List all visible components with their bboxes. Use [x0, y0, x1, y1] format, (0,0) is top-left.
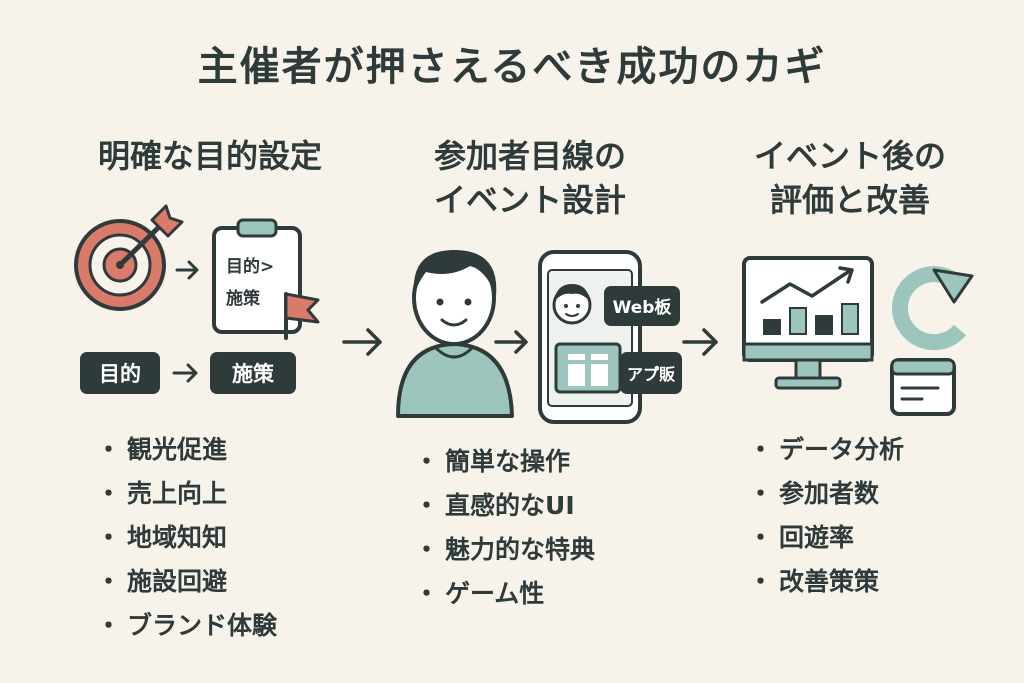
list-item: 魅力的な特典 — [414, 528, 595, 572]
list-item: 観光促進 — [96, 428, 277, 472]
refresh-icon — [892, 266, 974, 351]
clipboard-icon: 目的> 施策 — [212, 218, 302, 334]
col3-heading: イベント後の 評価と改善 — [690, 134, 1010, 222]
chart-bar — [815, 315, 833, 335]
list-item: ゲーム性 — [414, 572, 595, 616]
col3-bullets: データ分析 参加者数 回遊率 改善策策 — [748, 428, 904, 604]
col1-bullets: 観光促進 売上向上 地域知知 施設回避 ブランド体験 — [96, 428, 277, 648]
arrow-right-icon — [172, 363, 198, 383]
target-icon — [74, 204, 184, 311]
pill-measure: 施策 — [210, 352, 296, 394]
chart-bars — [763, 303, 859, 335]
gift-icon — [554, 342, 622, 394]
list-item: 地域知知 — [96, 516, 277, 560]
arrow-right-icon — [682, 328, 718, 356]
arrow-right-icon — [175, 260, 199, 280]
page-title: 主催者が押さえるべき成功のカギ — [197, 44, 827, 90]
chart-bar — [763, 319, 781, 335]
col1-heading: 明確な目的設定 — [40, 134, 380, 178]
arrow-right-icon — [342, 328, 382, 356]
tag-app-label: アプ゙販 — [627, 365, 676, 384]
list-item: ブランド体験 — [96, 604, 277, 648]
col2-heading-line2: イベント設計 — [433, 181, 626, 219]
smartphone-icon — [538, 250, 642, 424]
arrow-right-icon — [494, 330, 528, 354]
clipboard-line1: 目的> — [226, 256, 274, 277]
pill-objective-label: 目的 — [99, 362, 141, 386]
col2-heading: 参加者目線の イベント設計 — [360, 134, 700, 222]
list-item: 売上向上 — [96, 472, 277, 516]
col3-heading-line1: イベント後の — [753, 137, 946, 175]
chart-bar — [841, 303, 859, 335]
flag-icon — [284, 292, 320, 340]
list-item: データ分析 — [748, 428, 904, 472]
pill-objective: 目的 — [80, 352, 160, 394]
person-icon — [396, 250, 514, 418]
col1-heading-line1: 明確な目的設定 — [97, 137, 322, 175]
card-icon — [890, 358, 956, 416]
col2-bullets: 簡単な操作 直感的なUI 魅力的な特典 ゲーム性 — [414, 440, 595, 616]
list-item: 簡単な操作 — [414, 440, 595, 484]
list-item: 直感的なUI — [414, 484, 595, 528]
tag-app: アプ゙販 — [620, 352, 682, 394]
list-item: 施設回避 — [96, 560, 277, 604]
list-item: 回遊率 — [748, 516, 904, 560]
list-item: 改善策策 — [748, 560, 904, 604]
clipboard-line2: 施策 — [226, 288, 261, 309]
tag-web-label: Web板 — [613, 297, 673, 318]
col3-heading-line2: 評価と改善 — [769, 181, 930, 219]
col2-heading-line1: 参加者目線の — [433, 137, 626, 175]
chart-bar — [789, 307, 807, 335]
tag-web: Web板 — [604, 286, 680, 326]
monitor-chart-icon — [742, 256, 874, 390]
list-item: 参加者数 — [748, 472, 904, 516]
pill-measure-label: 施策 — [232, 362, 275, 386]
